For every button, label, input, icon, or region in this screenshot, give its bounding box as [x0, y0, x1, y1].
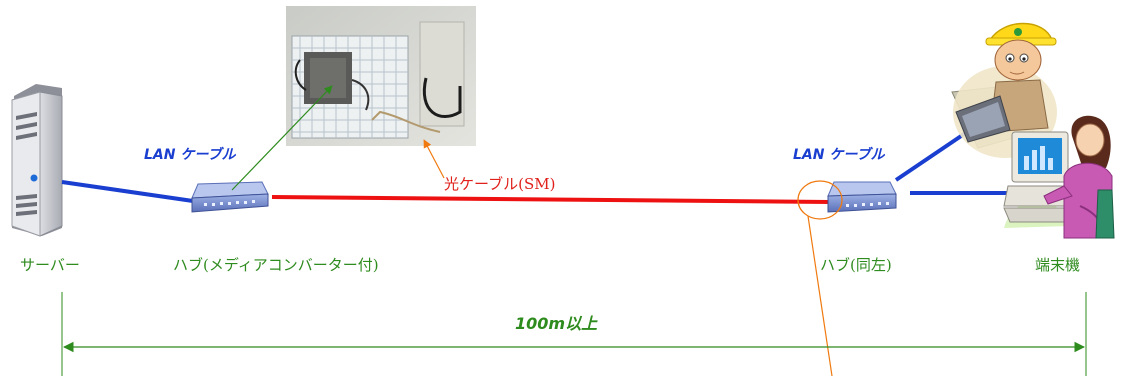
server-label: サーバー	[20, 256, 80, 274]
connection-pointer-line	[807, 215, 833, 376]
hub-right-label: ハブ(同左)	[820, 256, 892, 274]
lan-cable-right-label: LAN ケーブル	[793, 147, 885, 163]
hub-left-icon	[191, 181, 269, 213]
hub-right-icon	[827, 181, 897, 213]
fiber-cable-label: 光ケーブル(SM)	[444, 175, 556, 193]
terminal-label: 端末機	[1035, 256, 1081, 274]
user-at-computer-icon	[1003, 115, 1115, 239]
hub-left-label: ハブ(メディアコンバーター付)	[173, 256, 379, 274]
lan-cable-left-label: LAN ケーブル	[144, 147, 236, 163]
photo-pointer-arrow	[231, 85, 333, 191]
fiber-cable	[271, 195, 831, 204]
connection-highlight-circle	[797, 180, 843, 220]
lan-cable-left	[61, 180, 194, 203]
server-icon	[11, 84, 63, 237]
distance-label: 100m以上	[515, 314, 598, 333]
media-converter-photo	[286, 6, 476, 146]
fiber-pointer-arrow	[423, 139, 445, 179]
